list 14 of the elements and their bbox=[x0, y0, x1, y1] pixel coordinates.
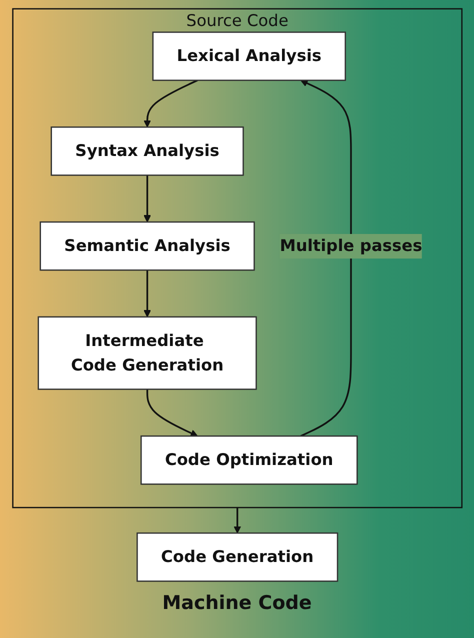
node-box: Semantic Analysis bbox=[39, 221, 254, 271]
node-box: Syntax Analysis bbox=[50, 126, 244, 176]
arrow bbox=[143, 175, 151, 222]
node-box: Code Optimization bbox=[140, 435, 358, 485]
arrow bbox=[143, 270, 151, 318]
node-box: Code Generation bbox=[136, 532, 338, 582]
output-caption: Machine Code bbox=[162, 592, 312, 614]
arrow bbox=[146, 389, 198, 437]
arrow bbox=[300, 80, 352, 437]
arrow bbox=[143, 80, 198, 128]
node-box: Lexical Analysis bbox=[152, 32, 346, 81]
arrow bbox=[233, 508, 241, 534]
edge-label: Multiple passes bbox=[279, 236, 422, 256]
node-box: Intermediate Code Generation bbox=[37, 316, 256, 390]
